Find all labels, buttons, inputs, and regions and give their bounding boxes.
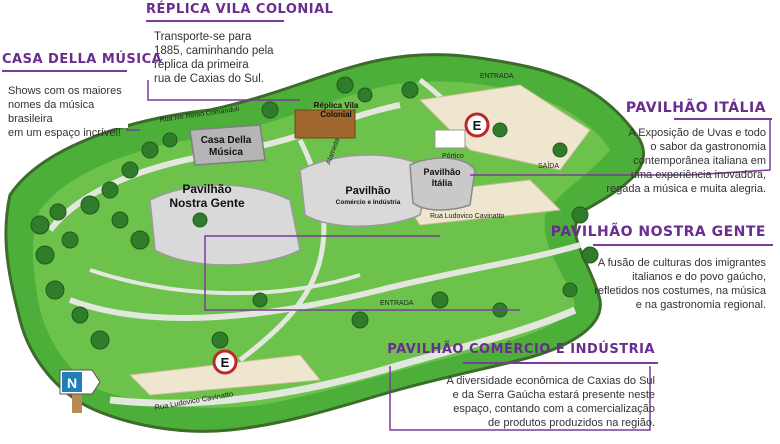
callout-replica-text: Transporte-se para 1885, caminhando pela…: [154, 31, 274, 85]
callout-replica-title: Réplica Vila Colonial: [146, 2, 334, 17]
callout-italia: Pavilhão Itália A Exposição de Uvas e to…: [590, 96, 780, 195]
callout-comercio-title: Pavilhão Comércio e Indústria: [387, 342, 655, 357]
callout-casa-text: Shows com os maiores nomes da música bra…: [8, 85, 122, 139]
callout-italia-title: Pavilhão Itália: [625, 100, 766, 116]
casa-della-musica: [189, 124, 266, 166]
callout-nostra-text: A fusão de culturas dos imigrantes itali…: [594, 257, 766, 311]
replica-map-label-1: Réplica Vila: [314, 101, 359, 110]
casa-map-label-1: Casa Della: [201, 135, 252, 146]
callout-italia-text: A Exposição de Uvas e todo o sabor da ga…: [606, 127, 766, 195]
italia-map-label-1: Pavilhão: [423, 167, 461, 177]
callout-nostra-title: Pavilhão Nostra Gente: [550, 224, 766, 240]
callout-leaders: [126, 25, 771, 431]
portico-label: Pórtico: [442, 153, 464, 160]
callout-replica: Réplica Vila Colonial Transporte-se para…: [140, 0, 333, 85]
saida-label: SAÍDA: [538, 161, 559, 170]
comercio-map-label-1: Pavilhão: [345, 185, 391, 197]
parking-sign-top: E: [464, 112, 490, 138]
casa-map-label-2: Música: [209, 147, 243, 158]
callout-nostra-rule: [593, 244, 773, 246]
road-mid: [89, 268, 361, 296]
comercio-map-label-2: Comércio e Indústria: [336, 199, 401, 206]
callout-casa: Casa Della Música Shows com os maiores n…: [0, 50, 162, 139]
replica-vila-colonial: [294, 109, 356, 139]
svg-text:E: E: [473, 118, 482, 133]
nostra-map-label-1: Pavilhão: [182, 182, 231, 196]
callout-comercio-rule: [463, 362, 658, 364]
callout-casa-title: Casa Della Música: [2, 52, 163, 67]
callout-casa-rule: [2, 70, 127, 72]
callout-comercio: Pavilhão Comércio e Indústria A diversid…: [387, 340, 665, 432]
nostra-map-label-2: Nostra Gente: [169, 196, 245, 210]
pavilion-italia: [409, 157, 476, 211]
parking-bottom: [128, 354, 321, 396]
svg-text:E: E: [221, 355, 230, 370]
callout-italia-rule: [674, 118, 772, 120]
north-sign: N: [59, 369, 101, 413]
svg-text:N: N: [67, 375, 77, 391]
pavilion-nostra-gente: [149, 184, 301, 266]
road-bottom: [109, 306, 577, 407]
portico: [434, 129, 466, 149]
callout-replica-rule: [146, 20, 284, 22]
parking-sign-bottom: E: [212, 349, 238, 375]
callout-comercio-text: A diversidade econômica de Caxias do Sul…: [446, 375, 655, 429]
replica-map-label-2: Colonial: [320, 110, 352, 119]
pavilion-comercio: [299, 154, 431, 227]
italia-map-label-2: Itália: [432, 178, 454, 188]
trees: [30, 76, 599, 350]
entrada-bottom-label: ENTRADA: [380, 300, 414, 307]
road-lower: [68, 242, 581, 322]
entrada-top-label: ENTRADA: [480, 73, 514, 80]
callout-nostra: Pavilhão Nostra Gente A fusão de cultura…: [525, 222, 780, 317]
street-mid-label: Rua Ludovico Cavinatto: [430, 213, 504, 220]
